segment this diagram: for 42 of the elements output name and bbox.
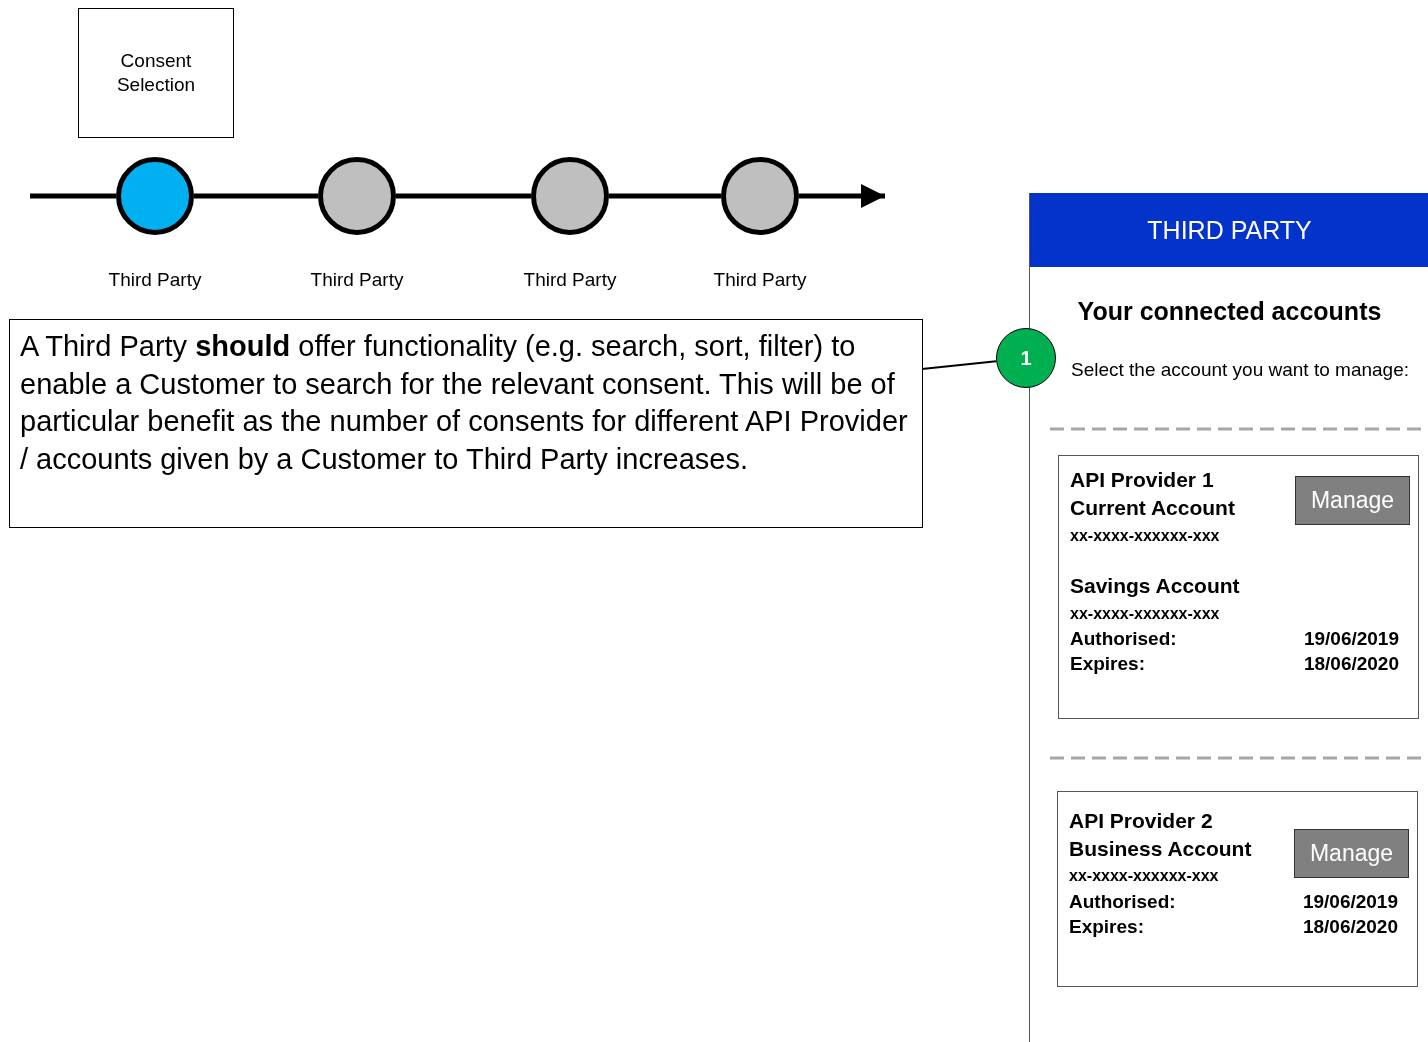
step-circle	[318, 157, 396, 235]
step-circle	[116, 157, 194, 235]
field-label: Authorised:	[1070, 627, 1178, 651]
field-value: 18/06/2020	[1302, 652, 1399, 676]
step-label: Third Party	[712, 268, 808, 292]
phone-screen	[1029, 193, 1428, 1042]
timeline-arrow	[799, 184, 885, 208]
field-label: Expires:	[1070, 652, 1146, 676]
manage-button: Manage	[1295, 476, 1410, 525]
timeline-line	[194, 193, 318, 199]
field-value: 18/06/2020	[1301, 915, 1398, 939]
field-value: 19/06/2019	[1301, 890, 1398, 914]
field-label: Expires:	[1069, 915, 1145, 939]
step-box	[78, 8, 234, 138]
account-card	[1057, 791, 1418, 987]
account-title: API Provider 1 Current Account	[1070, 467, 1236, 521]
step-circle	[531, 157, 609, 235]
account-title: Savings Account	[1070, 573, 1241, 599]
account-number: xx-xxxx-xxxxxx-xxx	[1069, 866, 1220, 886]
step-circle	[721, 157, 799, 235]
field-value: 19/06/2019	[1302, 627, 1399, 651]
step-label: Third Party	[309, 268, 405, 292]
step-label: Third Party	[522, 268, 618, 292]
header-title: THIRD PARTY	[1147, 215, 1312, 245]
account-number: xx-xxxx-xxxxxx-xxx	[1070, 604, 1221, 624]
manage-button: Manage	[1294, 829, 1409, 878]
timeline-line	[609, 193, 721, 199]
callout-number: 1	[996, 328, 1056, 388]
field-label: Authorised:	[1069, 890, 1177, 914]
account-card	[1058, 455, 1419, 719]
instruction-text: Select the account you want to manage:	[1070, 358, 1410, 382]
callout-box	[9, 319, 923, 528]
account-number: xx-xxxx-xxxxxx-xxx	[1070, 526, 1221, 546]
timeline-line	[30, 193, 116, 199]
step-label: Third Party	[107, 268, 203, 292]
app-header	[1030, 193, 1428, 267]
leader-line	[921, 360, 998, 370]
callout-text: A Third Party should offer functionality (e.g. search, sort, filter) to enable a Customer to search for the relevant consent. This will be of particular benefit as the number of consents for different API Provider / accounts given by a Customer to Third Party increases.	[20, 329, 909, 477]
timeline-line	[396, 193, 531, 199]
step-title: Consent Selection	[115, 49, 197, 97]
account-title: API Provider 2 Business Account	[1069, 808, 1253, 862]
screen-title: Your connected accounts	[1076, 296, 1383, 326]
